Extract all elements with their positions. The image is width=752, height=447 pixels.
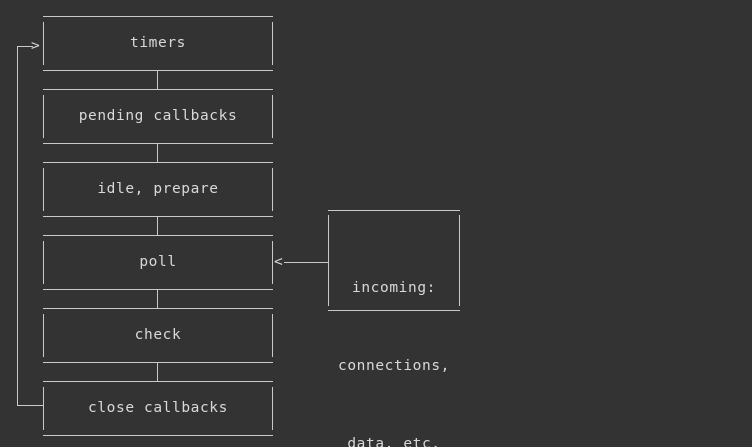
box-border-right [272, 387, 273, 430]
box-border-top [43, 162, 273, 163]
connector-poll-bottom [157, 290, 158, 300]
box-border-top [43, 308, 273, 309]
phase-label-timers: timers [130, 35, 186, 51]
phase-box-idle-prepare[interactable]: idle, prepare [43, 162, 273, 217]
source-line-connections: connections, [338, 358, 450, 374]
connector-pending-top [157, 81, 158, 89]
box-border-left [328, 215, 329, 306]
phase-box-close-callbacks[interactable]: close callbacks [43, 381, 273, 436]
box-border-bottom [43, 70, 273, 71]
box-border-top [43, 235, 273, 236]
box-border-top [43, 89, 273, 90]
box-border-bottom [43, 289, 273, 290]
connector-poll-top [157, 227, 158, 235]
box-border-right [272, 95, 273, 138]
box-border-left [43, 168, 44, 211]
incoming-to-poll-arrow-icon: < [274, 254, 283, 270]
box-border-right [272, 314, 273, 357]
box-border-right [272, 22, 273, 65]
incoming-to-poll-line [284, 262, 328, 263]
loop-entry-arrow-icon: > [31, 38, 40, 54]
box-border-bottom [43, 362, 273, 363]
phase-label-idle-prepare: idle, prepare [97, 181, 219, 197]
box-border-right [459, 215, 460, 306]
loop-return-segment [17, 405, 43, 406]
box-border-top [43, 381, 273, 382]
box-border-left [43, 95, 44, 138]
loop-back-rail [17, 46, 18, 405]
phase-box-timers[interactable]: timers [43, 16, 273, 71]
source-line-data: data, etc. [347, 436, 441, 447]
box-border-left [43, 314, 44, 357]
box-border-right [272, 241, 273, 284]
box-border-bottom [43, 143, 273, 144]
box-border-bottom [328, 310, 460, 311]
box-border-left [43, 387, 44, 430]
connector-close-top [157, 373, 158, 381]
box-border-right [272, 168, 273, 211]
box-border-top [328, 210, 460, 211]
loop-entry-segment [17, 46, 33, 47]
box-border-left [43, 241, 44, 284]
phase-box-poll[interactable]: poll [43, 235, 273, 290]
source-box-incoming[interactable]: incoming: connections, data, etc. [328, 210, 460, 447]
phase-label-close-callbacks: close callbacks [88, 400, 228, 416]
connector-check-bottom [157, 363, 158, 373]
source-line-incoming: incoming: [352, 280, 436, 296]
connector-idle-top [157, 154, 158, 162]
connector-check-top [157, 300, 158, 308]
phase-label-check: check [134, 327, 182, 343]
phase-box-check[interactable]: check [43, 308, 273, 363]
box-border-top [43, 16, 273, 17]
connector-pending-bottom [157, 144, 158, 154]
box-border-left [43, 22, 44, 65]
connector-timers-bottom [157, 71, 158, 81]
phase-label-pending-callbacks: pending callbacks [78, 108, 238, 124]
box-border-bottom [43, 435, 273, 436]
phase-box-pending-callbacks[interactable]: pending callbacks [43, 89, 273, 144]
connector-idle-bottom [157, 217, 158, 227]
phase-label-poll: poll [139, 254, 177, 270]
box-border-bottom [43, 216, 273, 217]
